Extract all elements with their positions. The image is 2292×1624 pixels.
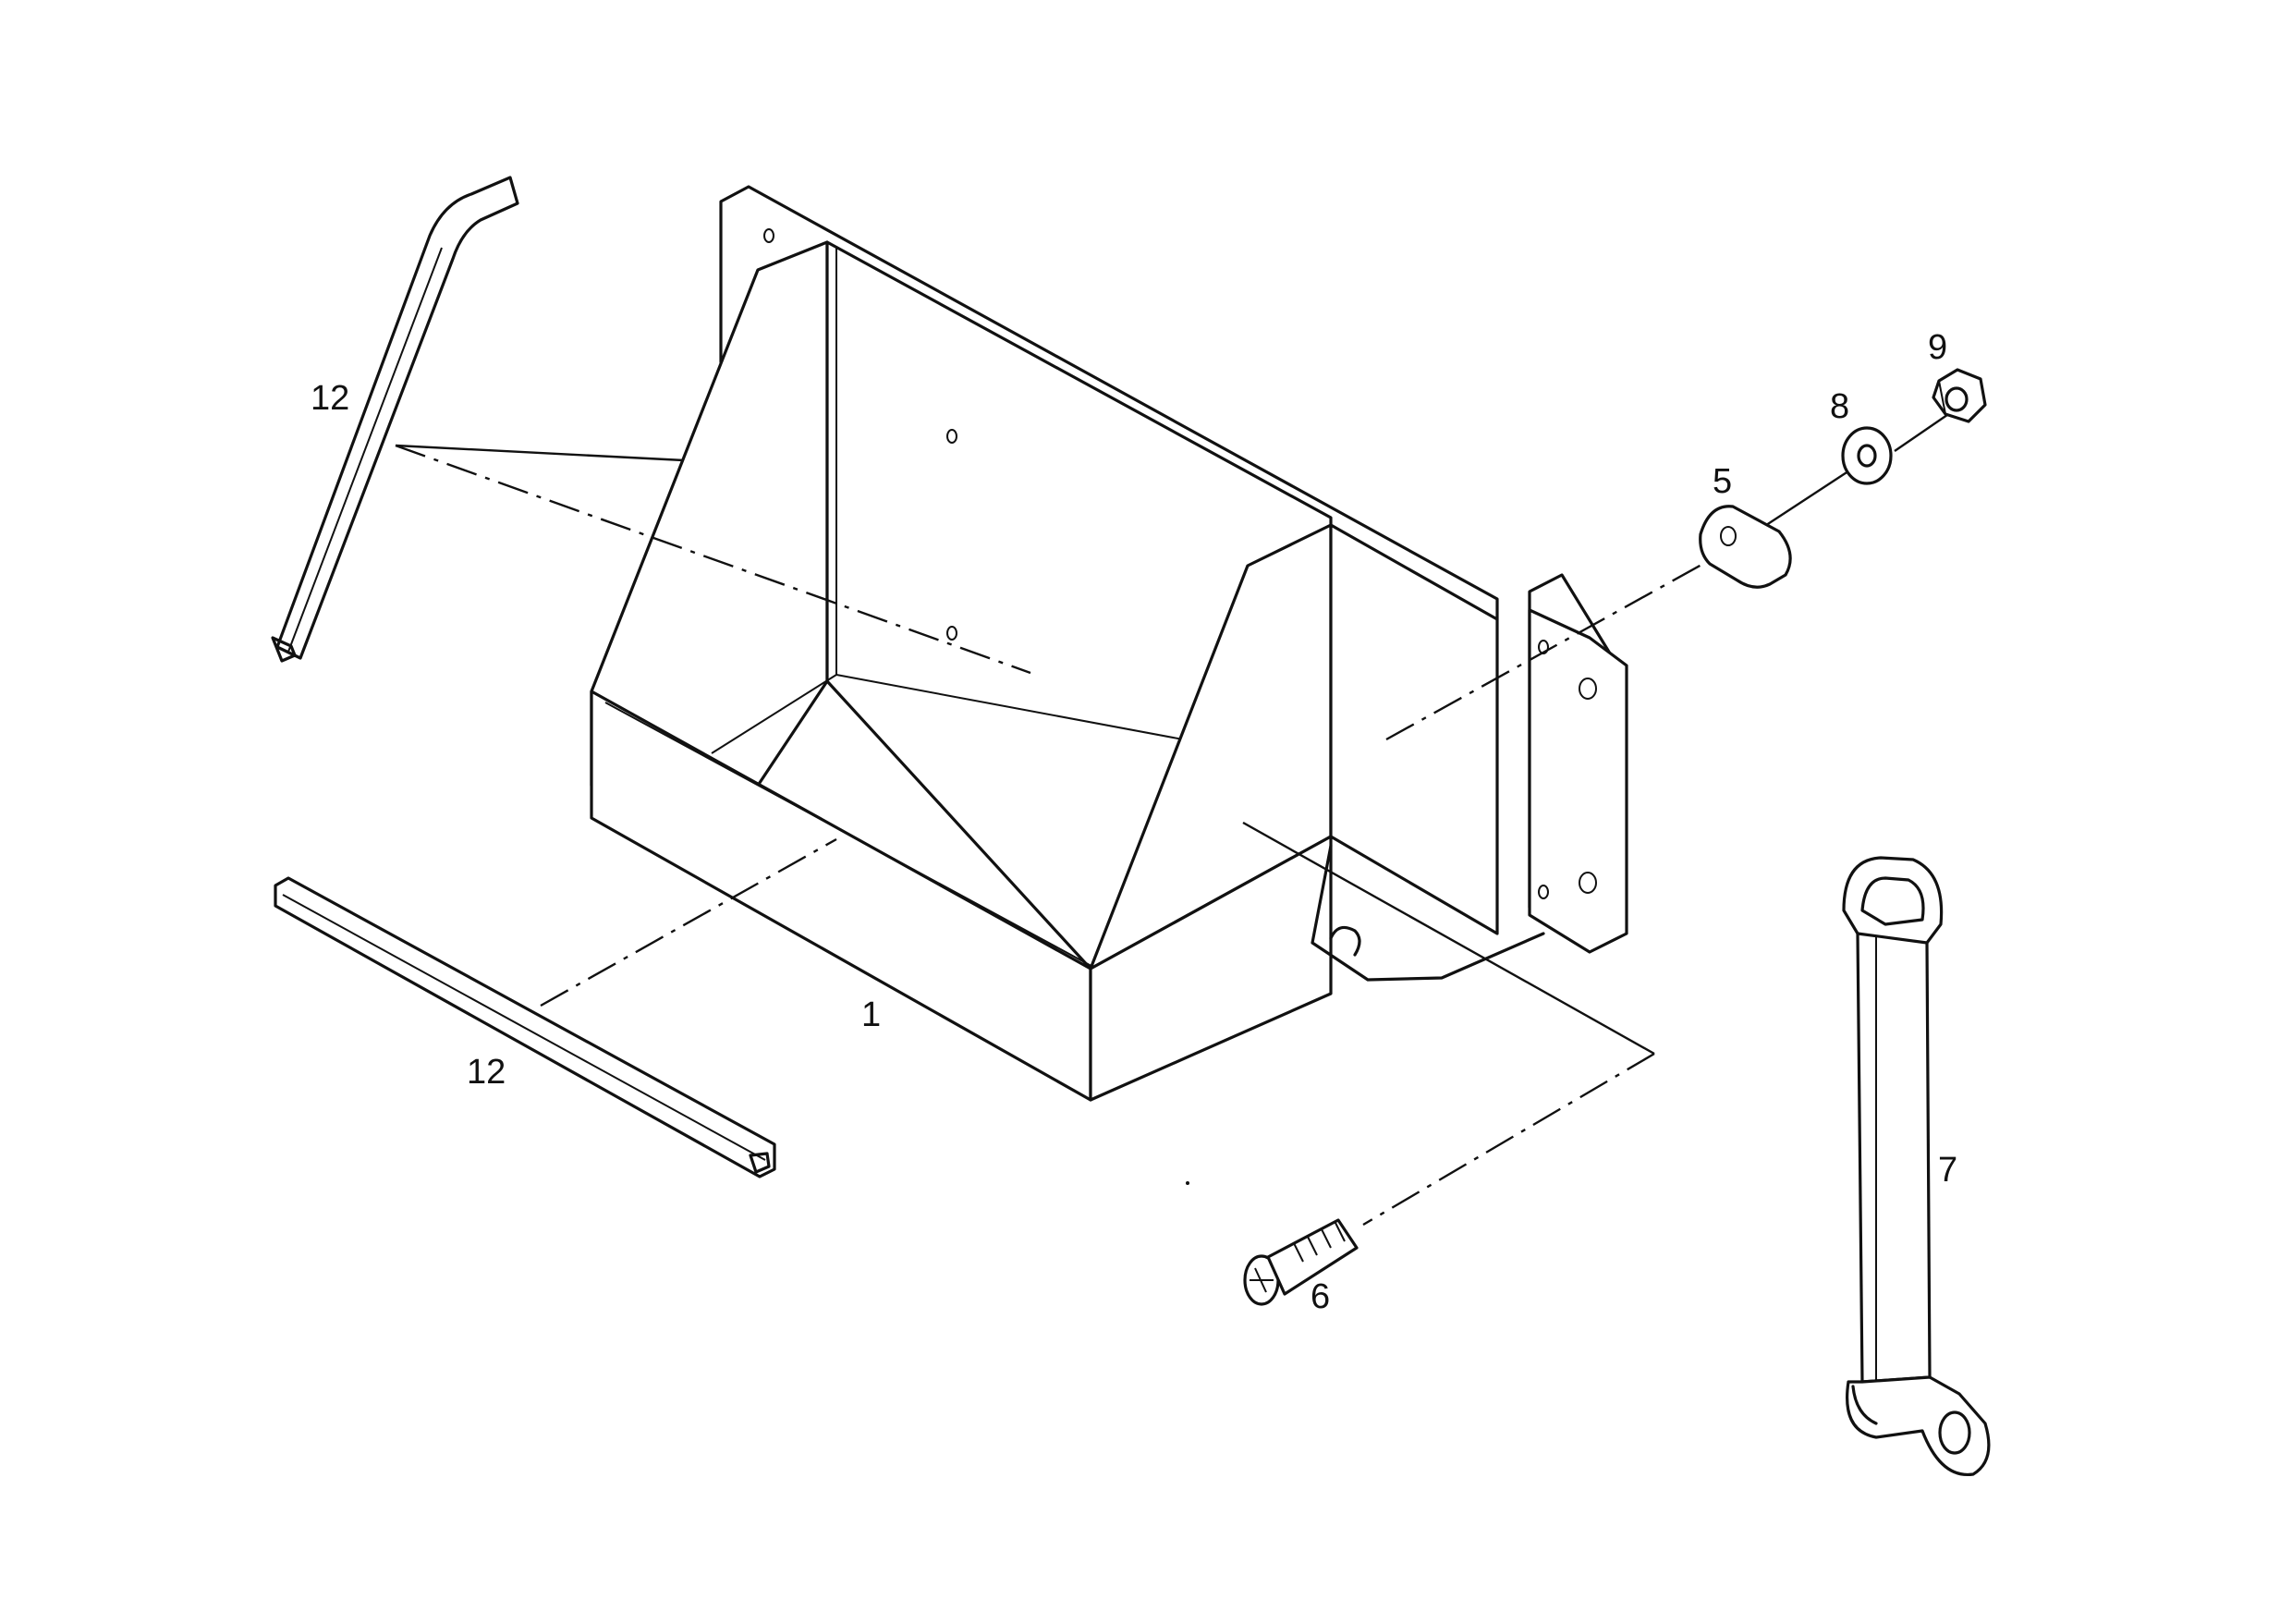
label-part-8: 8 bbox=[1830, 387, 1849, 426]
label-part-12-upper: 12 bbox=[311, 379, 349, 418]
label-part-1: 1 bbox=[861, 995, 881, 1034]
screw-part bbox=[1243, 1218, 1359, 1306]
callout-labels: 12 12 1 5 8 9 6 7 bbox=[311, 328, 1957, 1316]
label-part-9: 9 bbox=[1928, 328, 1947, 367]
label-part-6: 6 bbox=[1311, 1277, 1330, 1316]
washer-part bbox=[1841, 426, 1893, 485]
strap-part bbox=[1842, 856, 1991, 1477]
bracket-part bbox=[1699, 505, 1792, 589]
edge-trim-lower-part bbox=[274, 876, 776, 1178]
label-part-12-lower: 12 bbox=[467, 1053, 506, 1092]
label-part-7: 7 bbox=[1938, 1151, 1957, 1190]
nut-part bbox=[1932, 368, 1987, 423]
edge-trim-upper-part bbox=[271, 176, 519, 663]
box-part bbox=[590, 185, 1628, 1102]
label-part-5: 5 bbox=[1713, 462, 1732, 501]
